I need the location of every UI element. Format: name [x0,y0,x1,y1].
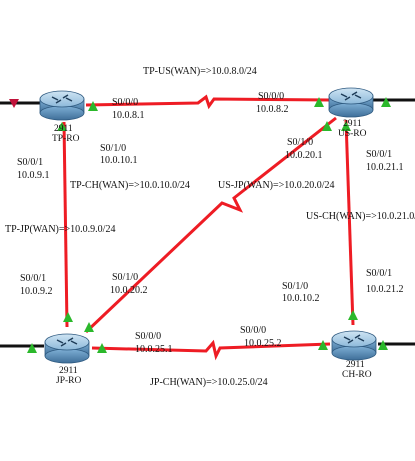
router-name: CH-RO [342,370,372,380]
port-up-triangle-icon [314,97,324,107]
port-indicators [9,97,391,353]
ip-label: 10.0.10.2 [282,293,320,304]
port-up-triangle-icon [322,121,332,131]
link-tp-jp[interactable] [62,121,69,328]
interface-labels: S0/0/0 10.0.8.1 S0/0/0 10.0.8.2 S0/1/0 1… [17,91,404,355]
iface-label: S0/0/0 [258,91,284,102]
iface-label: S0/0/1 [17,157,43,168]
ip-label: 10.0.10.1 [100,155,138,166]
router-model: 2911 [54,124,73,134]
router-name: TP-RO [52,134,80,144]
router-icon [44,333,90,364]
port-up-triangle-icon [318,340,328,350]
wan-label-jp-ch: JP-CH(WAN)=>10.0.25.0/24 [150,377,268,388]
router-model: 2911 [343,119,362,129]
port-up-triangle-icon [381,97,391,107]
ip-label: 10.0.9.1 [17,170,50,181]
iface-label: S0/1/0 [287,137,313,148]
wan-label-us-jp: US-JP(WAN)=>10.0.20.0/24 [218,180,335,191]
ip-label: 10.0.20.2 [110,285,148,296]
ip-label: 10.0.25.1 [135,344,173,355]
iface-label: S0/0/0 [135,331,161,342]
ip-label: 10.0.20.1 [285,150,323,161]
router-icon [39,90,85,121]
port-up-triangle-icon [57,122,67,131]
wan-labels: TP-US(WAN)=>10.0.8.0/24 TP-CH(WAN)=>10.0… [5,66,415,388]
ip-label: 10.0.8.1 [112,110,145,121]
wan-label-us-ch: US-CH(WAN)=>10.0.21.0/24 [306,211,415,222]
iface-label: S0/0/0 [240,325,266,336]
iface-label: S0/0/0 [112,97,138,108]
port-up-triangle-icon [341,121,351,131]
port-up-triangle-icon [378,340,388,350]
iface-label: S0/0/1 [366,268,392,279]
iface-label: S0/1/0 [282,281,308,292]
router-jp[interactable]: 2911 JP-RO [44,333,90,386]
iface-label: S0/0/1 [366,149,392,160]
port-up-triangle-icon [27,343,37,353]
port-up-triangle-icon [88,101,98,111]
router-model: 2911 [346,360,365,370]
router-icon [331,330,377,361]
router-model: 2911 [59,366,78,376]
ip-label: 10.0.8.2 [256,104,289,115]
iface-label: S0/1/0 [100,143,126,154]
ip-label: 10.0.21.1 [366,162,404,173]
wan-label-tp-us: TP-US(WAN)=>10.0.8.0/24 [143,66,257,77]
link-jp-ch[interactable] [91,339,331,361]
wan-label-tp-ch: TP-CH(WAN)=>10.0.10.0/24 [70,180,190,191]
serial-links [62,94,355,361]
port-up-triangle-icon [97,343,107,353]
port-up-triangle-icon [348,310,358,320]
wan-label-tp-jp: TP-JP(WAN)=>10.0.9.0/24 [5,224,115,235]
router-tp[interactable]: 2911 TP-RO [39,90,85,144]
router-name: JP-RO [56,376,81,386]
iface-label: S0/1/0 [112,272,138,283]
port-down-triangle-icon [9,99,19,108]
ip-label: 10.0.9.2 [20,286,53,297]
port-up-triangle-icon [84,322,94,332]
link-us-ch[interactable] [344,119,355,326]
router-us[interactable]: 2911 US-RO [328,87,374,139]
router-name: US-RO [338,129,367,139]
ip-label: 10.0.21.2 [366,284,404,295]
router-icon [328,87,374,118]
port-up-triangle-icon [63,312,73,322]
router-ch[interactable]: 2911 CH-RO [331,330,377,380]
ip-label: 10.0.25.2 [244,338,282,349]
iface-label: S0/0/1 [20,273,46,284]
link-us-jp[interactable] [84,116,337,334]
link-tp-us[interactable] [85,94,331,110]
